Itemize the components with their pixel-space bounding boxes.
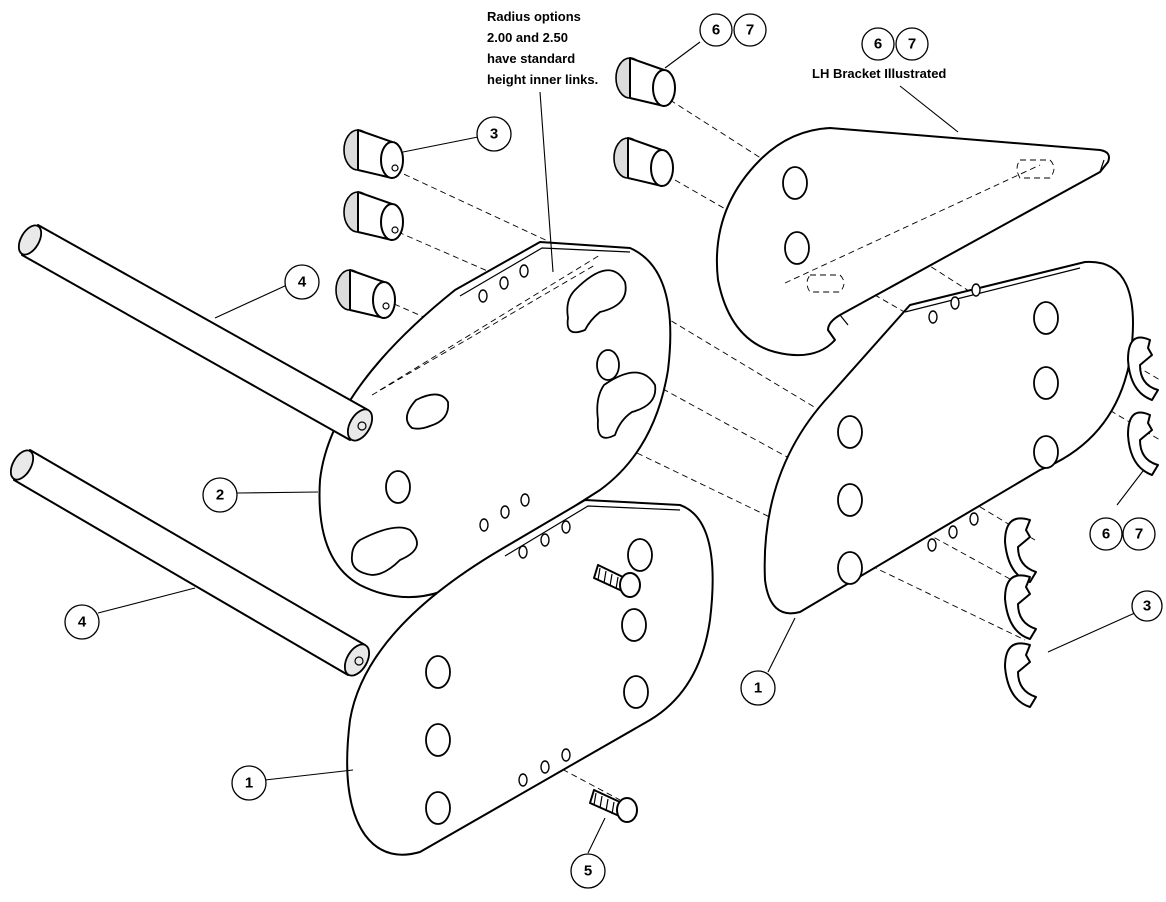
bracket-note-text: LH Bracket Illustrated <box>812 66 946 81</box>
callout-7-clips: 7 <box>1122 517 1156 551</box>
callout-7-bracket: 7 <box>895 27 929 61</box>
svg-text:2: 2 <box>216 487 224 504</box>
bushings-left <box>335 129 404 319</box>
callout-5-screw: 5 <box>570 853 606 889</box>
svg-text:5: 5 <box>584 863 592 880</box>
radius-note: Radius options 2.00 and 2.50 have standa… <box>487 9 598 273</box>
svg-text:6: 6 <box>712 22 720 39</box>
callout-6-clips: 6 <box>1089 517 1123 551</box>
inner-link <box>318 241 672 599</box>
callout-4-lower-rod: 4 <box>64 604 100 640</box>
note-line-2: 2.00 and 2.50 <box>487 30 568 45</box>
callout-3-bushings: 3 <box>476 116 512 152</box>
svg-text:7: 7 <box>746 22 754 39</box>
bushings-top <box>613 57 676 187</box>
callout-7-top: 7 <box>733 13 767 47</box>
callout-1-right-link: 1 <box>740 670 776 706</box>
rod-lower <box>9 449 371 677</box>
svg-text:3: 3 <box>490 126 498 143</box>
svg-text:7: 7 <box>908 36 916 53</box>
svg-text:4: 4 <box>78 614 87 631</box>
svg-text:1: 1 <box>754 680 762 697</box>
callout-leaders <box>97 41 1144 854</box>
svg-text:7: 7 <box>1135 526 1143 543</box>
svg-text:3: 3 <box>1143 598 1151 615</box>
rod-upper <box>17 224 374 442</box>
screw-lower <box>589 789 638 823</box>
note-line-4: height inner links. <box>487 72 598 87</box>
svg-text:6: 6 <box>874 36 882 53</box>
svg-text:1: 1 <box>245 775 253 792</box>
callout-2-inner-link: 2 <box>202 477 238 513</box>
callout-6-bracket: 6 <box>861 27 895 61</box>
lh-bracket <box>715 127 1110 357</box>
right-outer-link <box>763 260 1134 615</box>
callout-4-upper-rod: 4 <box>284 264 320 300</box>
callout-1-front-link: 1 <box>231 765 267 801</box>
callout-6-top: 6 <box>699 13 733 47</box>
screw-upper <box>593 564 641 598</box>
callout-3-clips: 3 <box>1131 590 1163 622</box>
svg-text:4: 4 <box>298 274 307 291</box>
note-line-3: have standard <box>487 51 575 66</box>
bracket-note: LH Bracket Illustrated <box>812 66 959 133</box>
note-line-1: Radius options <box>487 9 581 24</box>
svg-text:6: 6 <box>1102 526 1110 543</box>
e-clips-right <box>1004 336 1159 708</box>
bracket-hole-upper <box>782 166 808 200</box>
bracket-hole-lower <box>784 231 810 265</box>
